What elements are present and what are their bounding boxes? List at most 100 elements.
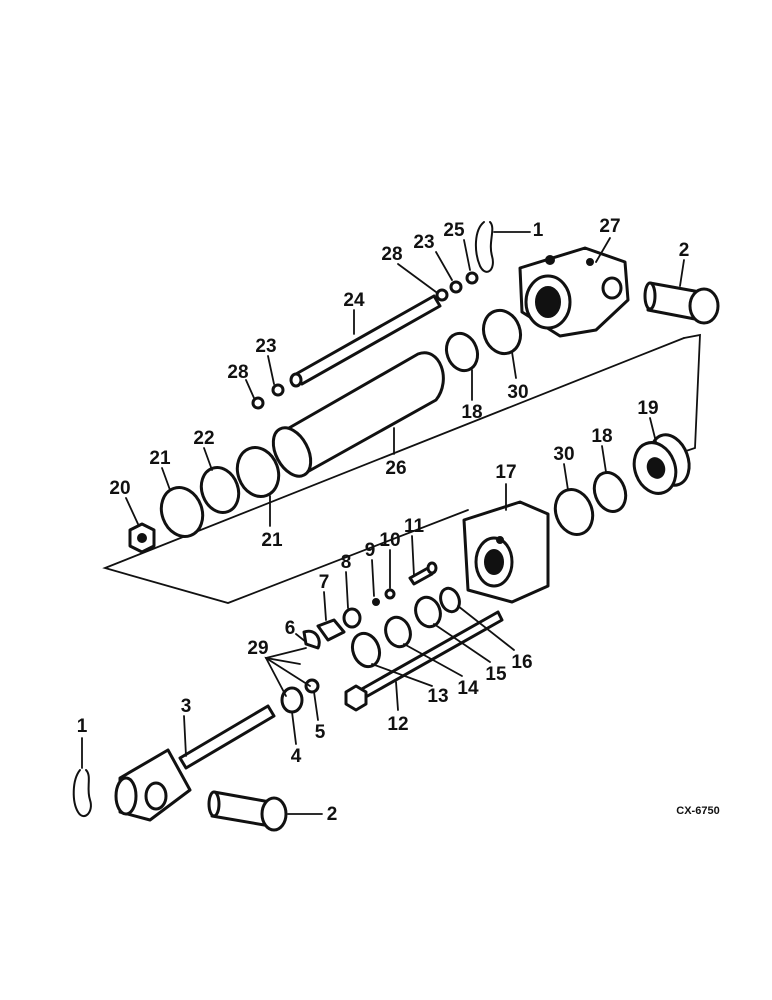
washer-part-23-upper <box>449 280 463 294</box>
callout-15: 15 <box>485 664 507 685</box>
ball-part-9 <box>372 598 380 606</box>
assembly-bracket-line <box>682 333 701 453</box>
ring-part-15 <box>414 595 442 629</box>
cylinder-tube-part <box>271 351 445 478</box>
callout-21-right: 21 <box>261 530 283 551</box>
leader-11 <box>411 535 415 577</box>
callout-10: 10 <box>379 530 400 551</box>
callout-25: 25 <box>443 220 465 241</box>
leader-25 <box>463 239 471 271</box>
callout-28-upper: 28 <box>381 244 402 265</box>
callout-30-lower: 30 <box>553 444 574 465</box>
callout-18-lower: 18 <box>591 426 612 447</box>
callout-18-upper: 18 <box>461 402 482 423</box>
rod-end-head-part <box>462 500 550 604</box>
ball-part-10 <box>384 588 396 600</box>
leader-3 <box>183 715 187 757</box>
bushing-part-13 <box>350 631 382 669</box>
callout-22: 22 <box>193 428 214 449</box>
leader-27 <box>595 237 611 263</box>
callout-29: 29 <box>247 638 268 659</box>
fitting-part-8 <box>342 607 362 629</box>
callout-2-lower: 2 <box>327 804 338 825</box>
drawing-code: CX-6750 <box>676 805 719 817</box>
seal-ring-part-18-upper <box>444 331 480 373</box>
leader-30-upper <box>511 351 517 379</box>
callout-23-upper: 23 <box>413 232 434 253</box>
callout-24: 24 <box>343 290 365 311</box>
ring-part-28-lower <box>251 396 265 410</box>
leader-12 <box>395 681 399 711</box>
cotter-pin-part-upper <box>474 221 494 273</box>
callout-23-lower: 23 <box>255 336 276 357</box>
leader-22 <box>203 447 213 471</box>
leader-28-upper <box>397 263 437 293</box>
leader-18-lower <box>601 445 607 473</box>
leader-23-upper <box>435 251 453 281</box>
leader-9 <box>371 559 375 597</box>
leader-5 <box>313 691 319 721</box>
callout-28-lower: 28 <box>227 362 248 383</box>
tie-rod-part <box>289 294 442 388</box>
callout-9: 9 <box>365 540 376 561</box>
callout-21-left: 21 <box>149 448 171 469</box>
ring-part-21-left <box>159 486 205 538</box>
callout-12: 12 <box>387 714 408 735</box>
leader-13 <box>371 663 433 687</box>
callout-3: 3 <box>181 696 192 717</box>
nut-part <box>128 522 156 554</box>
leader-30-lower <box>563 463 569 491</box>
washer-part-25 <box>465 271 479 285</box>
cotter-pin-part-lower <box>72 769 92 818</box>
leader-20 <box>125 497 139 525</box>
cylinder-head-part <box>518 246 630 338</box>
callout-30-upper: 30 <box>507 382 528 403</box>
pin-part-upper <box>643 281 720 325</box>
callout-16: 16 <box>511 652 532 673</box>
leader-28-lower <box>245 379 255 399</box>
callout-19: 19 <box>637 398 658 419</box>
seal-ring-part-30-lower <box>553 488 595 536</box>
piston-part <box>632 433 691 495</box>
leader-8 <box>345 571 349 609</box>
screw-part-11 <box>408 561 438 586</box>
callout-11: 11 <box>404 516 425 537</box>
washer-part-23-lower <box>271 383 285 397</box>
leader-7 <box>323 591 327 621</box>
leader-15 <box>433 623 491 663</box>
leader-19 <box>649 417 657 443</box>
callout-26: 26 <box>385 458 406 479</box>
callout-1-upper: 1 <box>533 220 544 241</box>
leader-21-left <box>161 467 171 491</box>
seal-ring-part-30-upper <box>481 308 523 356</box>
leader-14 <box>403 643 463 677</box>
leader-29c <box>265 647 307 659</box>
callout-7: 7 <box>319 572 330 593</box>
leader-29b <box>265 657 311 687</box>
seal-ring-part-18-lower <box>592 471 628 513</box>
bolt-part-12 <box>344 610 504 712</box>
seal-part-14 <box>384 615 412 649</box>
ring-part-21-right <box>235 446 281 498</box>
retainer-part-6 <box>302 629 321 650</box>
leader-4 <box>291 711 297 745</box>
leader-6 <box>295 633 307 643</box>
leader-16 <box>457 605 515 651</box>
callout-1-lower: 1 <box>77 716 88 737</box>
piston-rod-part <box>114 704 276 822</box>
ring-part-28-upper <box>435 288 449 302</box>
callout-5: 5 <box>315 722 326 743</box>
callout-13: 13 <box>427 686 448 707</box>
callout-4: 4 <box>291 746 302 767</box>
leader-23-lower <box>267 355 275 385</box>
callout-2-upper: 2 <box>679 240 690 261</box>
callout-20: 20 <box>109 478 130 499</box>
ring-part-5 <box>304 678 320 694</box>
leader-2-upper <box>679 259 685 287</box>
callout-14: 14 <box>457 678 479 699</box>
ring-part-16 <box>439 586 461 614</box>
callout-17: 17 <box>495 462 516 483</box>
callout-27: 27 <box>599 216 620 237</box>
snap-ring-part-4 <box>280 686 304 714</box>
